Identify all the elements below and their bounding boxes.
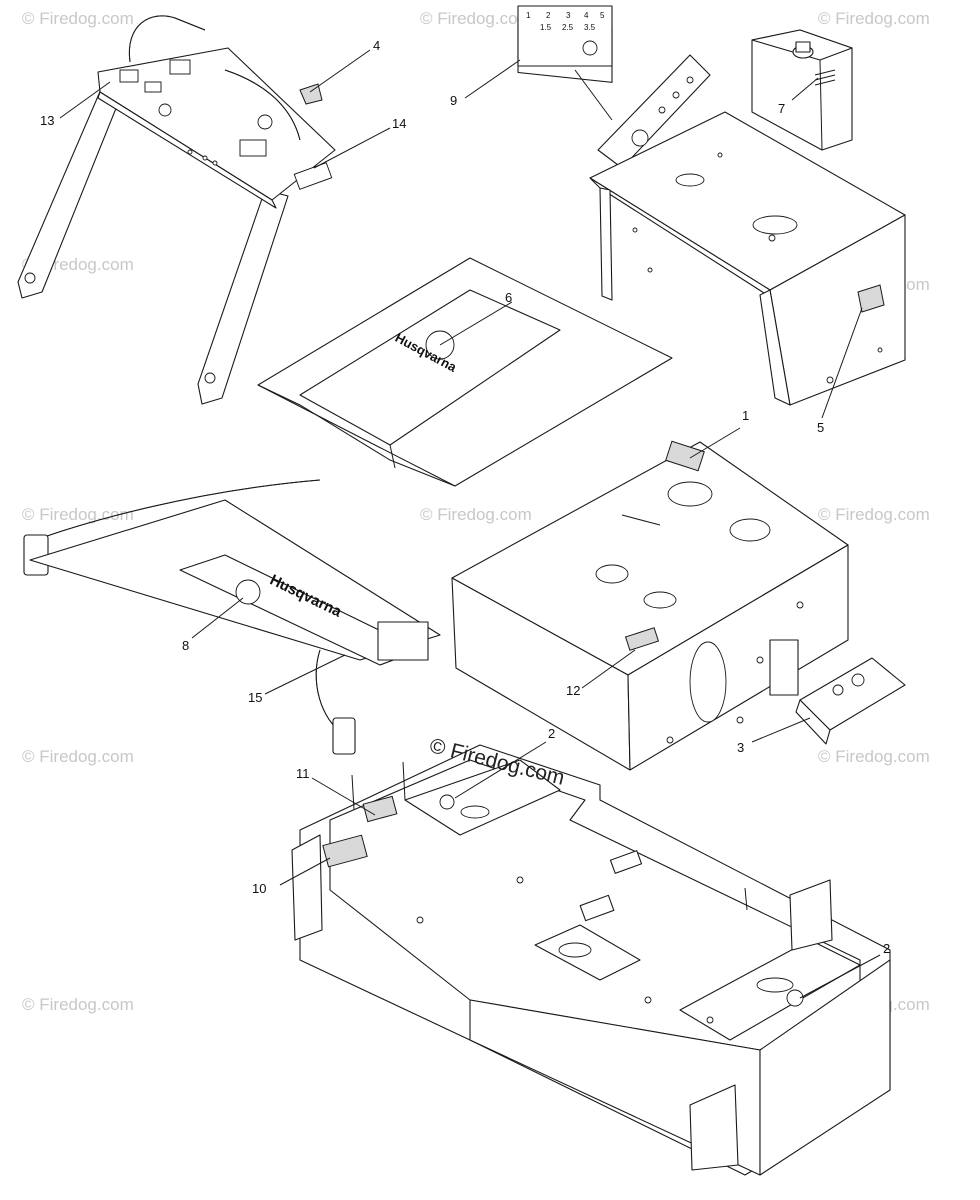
- callout-8: 8: [182, 638, 189, 653]
- watermark: © Firedog.com: [22, 9, 134, 28]
- callout-6: 6: [505, 290, 512, 305]
- gauge-mark: 1: [526, 11, 531, 20]
- callout-labels: 1 2 2 3 4 5 6 7 8 9 10 11 12 13 14 15: [40, 38, 890, 956]
- callout-11: 11: [296, 766, 310, 781]
- gauge-mark: 2: [546, 11, 551, 20]
- height-gauge-decal: 1 2 3 4 5 1.5 2.5 3.5: [517, 5, 613, 83]
- floor-pan: Husqvarna: [257, 257, 673, 487]
- callout-3: 3: [737, 740, 744, 755]
- control-console-assembly: [17, 15, 336, 405]
- callout-5: 5: [817, 420, 824, 435]
- callout-4: 4: [373, 38, 380, 53]
- gauge-mark: 4: [584, 11, 589, 20]
- callout-9: 9: [450, 93, 457, 108]
- watermark: © Firedog.com: [22, 995, 134, 1014]
- main-chassis: [451, 440, 849, 771]
- deck-left-hanger: [291, 834, 323, 941]
- brand-decal-14: [293, 162, 333, 190]
- watermark: © Firedog.com: [420, 505, 532, 524]
- console-right-arm: [197, 189, 289, 405]
- control-bracket: [795, 657, 906, 745]
- watermark: © Firedog.com: [22, 505, 134, 524]
- callout-10: 10: [252, 881, 266, 896]
- callout-14: 14: [392, 116, 406, 131]
- gauge-mark: 3.5: [584, 23, 596, 32]
- fuel-tank: [751, 29, 853, 151]
- deck-right-hanger: [789, 879, 833, 951]
- chassis-decal-1: [665, 440, 705, 472]
- deck-decal-2b: [786, 989, 804, 1007]
- frame-bracket: [377, 621, 429, 661]
- leader-lines: [59, 49, 881, 999]
- callout-13: 13: [40, 113, 54, 128]
- callout-7: 7: [778, 101, 785, 116]
- chassis-decal-12: [624, 627, 660, 651]
- callout-2: 2: [548, 726, 555, 741]
- gauge-mark: 3: [566, 11, 571, 20]
- brand-decal-5: [857, 284, 885, 313]
- watermark: © Firedog.com: [22, 747, 134, 766]
- deck-decal-11: [362, 795, 398, 823]
- seat-support-frame: [589, 54, 906, 406]
- callout-1: 1: [742, 408, 749, 423]
- front-frame-assembly: Husqvarna: [23, 479, 441, 755]
- deck-front-hanger: [689, 1084, 739, 1171]
- watermark: © Firedog.com: [818, 9, 930, 28]
- gauge-plate: [597, 54, 711, 169]
- gauge-mark: 2.5: [562, 23, 574, 32]
- callout-15: 15: [248, 690, 262, 705]
- frame-right-socket: [332, 717, 356, 755]
- gauge-mark: 5: [600, 11, 605, 20]
- emblem-decal-4: [299, 83, 323, 105]
- watermark: © Firedog.com: [818, 505, 930, 524]
- callout-12: 12: [566, 683, 580, 698]
- callout-2: 2: [883, 941, 890, 956]
- watermark: © Firedog.com: [420, 9, 532, 28]
- mower-deck: © Firedog.com: [291, 734, 891, 1176]
- deck-decal-2a: [439, 794, 455, 810]
- gauge-mark: 1.5: [540, 23, 552, 32]
- deck-decal-10: [322, 834, 368, 868]
- chassis-side: [627, 544, 849, 771]
- watermark: © Firedog.com: [818, 747, 930, 766]
